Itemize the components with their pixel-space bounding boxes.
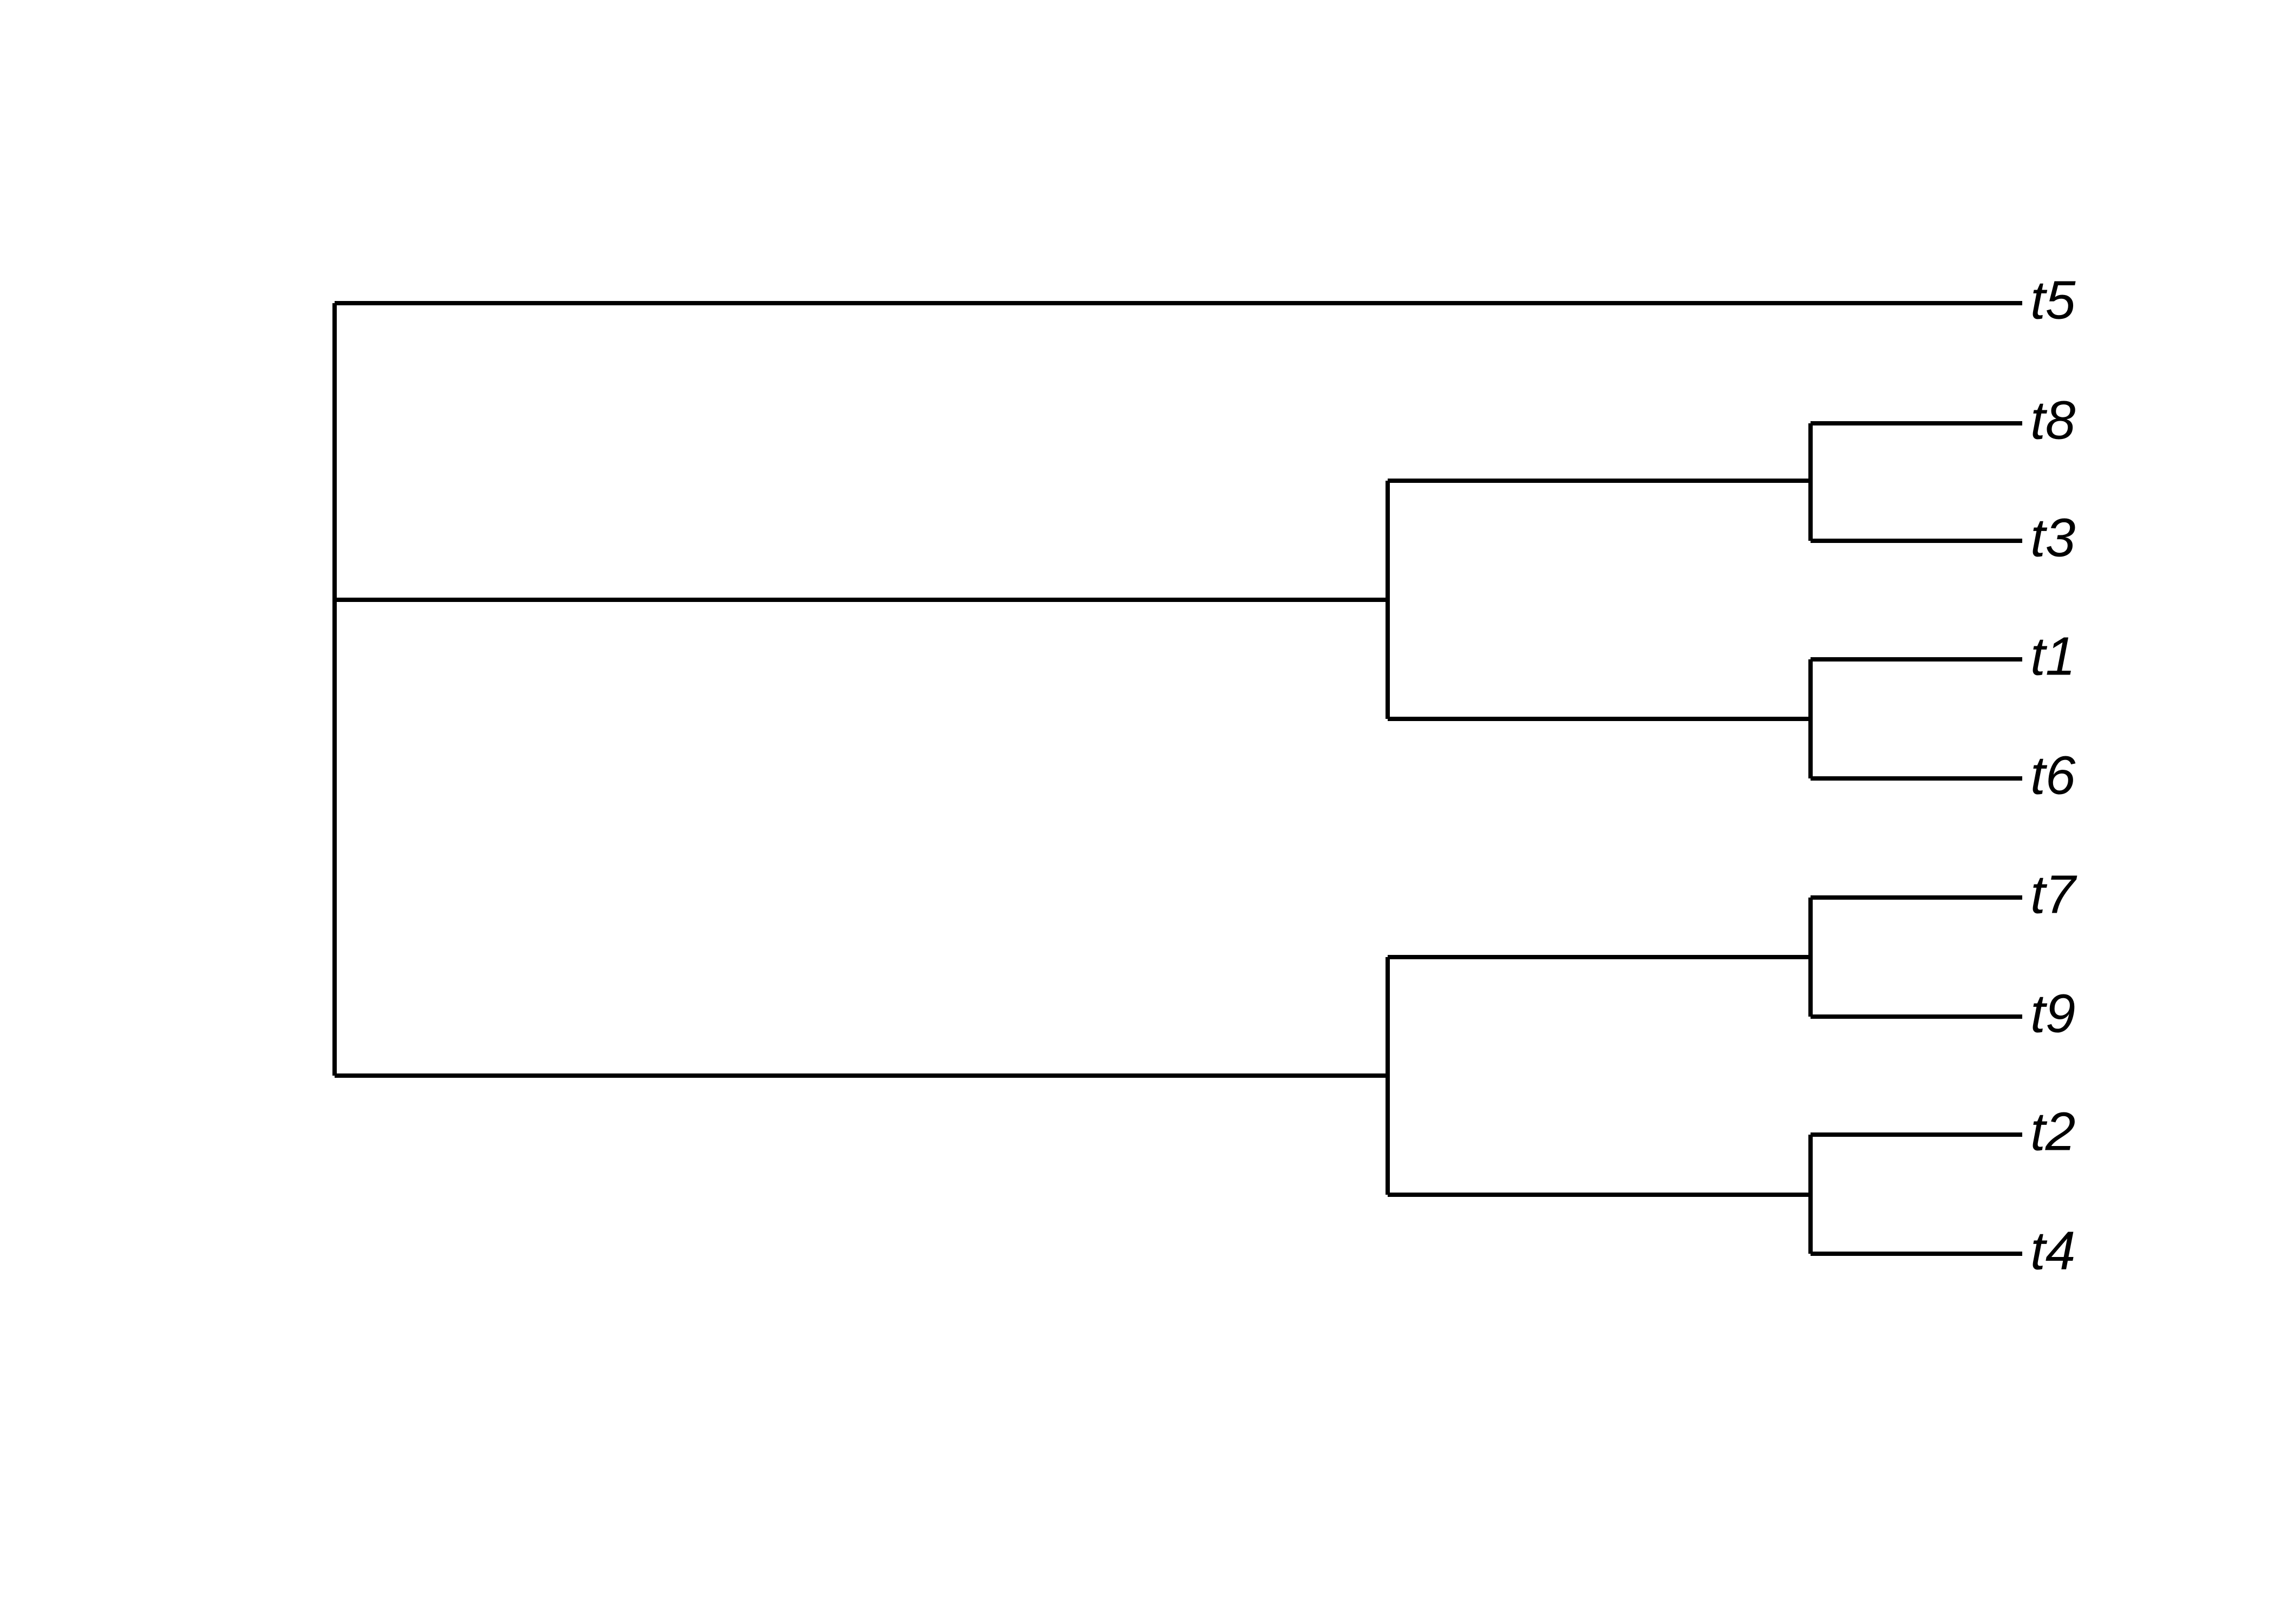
tip-label-t4: t4 <box>2030 1220 2075 1281</box>
tree-branch-layer <box>332 301 2022 1256</box>
tip-label-t1: t1 <box>2030 626 2075 686</box>
tip-label-t6: t6 <box>2030 745 2076 806</box>
tip-label-t9: t9 <box>2030 983 2075 1044</box>
tree-label-layer: t5 t8 t3 t1 t6 t7 t9 t2 t4 <box>2030 270 2077 1281</box>
tip-label-t3: t3 <box>2030 507 2075 568</box>
tip-label-t5: t5 <box>2030 270 2076 330</box>
tip-label-t2: t2 <box>2030 1101 2075 1162</box>
tip-label-t8: t8 <box>2030 390 2076 450</box>
tip-label-t7: t7 <box>2030 864 2077 925</box>
